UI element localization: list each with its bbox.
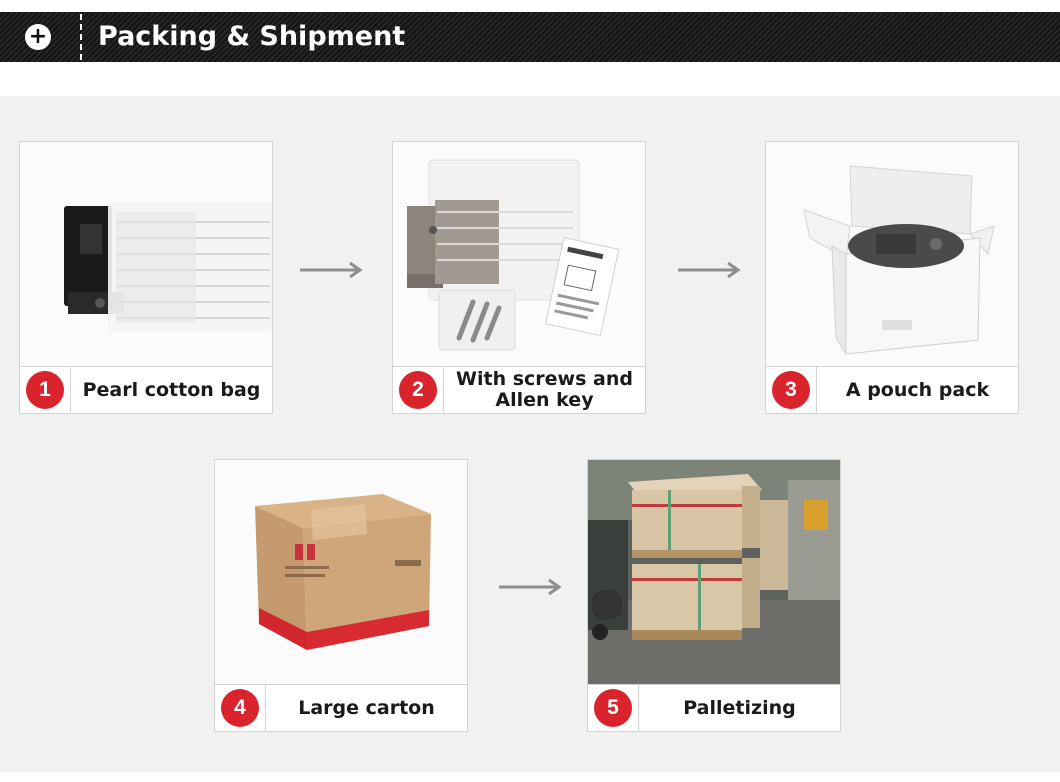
- step-number-badge: 4: [221, 689, 259, 727]
- step-photo-pearl-cotton-bag: [20, 142, 272, 366]
- step-card-5: 5 Palletizing: [587, 459, 841, 732]
- header-divider: [80, 14, 82, 60]
- step-label-row: 2 With screws and Allen key: [393, 366, 645, 413]
- step-label: Large carton: [298, 696, 435, 719]
- step-label-row: 3 A pouch pack: [766, 366, 1018, 413]
- step-photo-large-carton: [215, 460, 467, 684]
- step-number-badge: 5: [594, 689, 632, 727]
- step-label: With screws and Allen key: [456, 368, 633, 411]
- section-header: + Packing & Shipment: [0, 12, 1060, 62]
- step-label-row: 4 Large carton: [215, 684, 467, 731]
- step-photo-screws-allen-key: [393, 142, 645, 366]
- right-arrow-icon: [300, 262, 363, 278]
- step-number-badge: 2: [399, 371, 437, 409]
- right-arrow-icon: [499, 579, 562, 595]
- step-photo-palletizing: [588, 460, 840, 684]
- step-label: Palletizing: [683, 696, 796, 719]
- step-label: Pearl cotton bag: [82, 378, 261, 401]
- plus-icon: +: [25, 24, 51, 50]
- step-label-row: 1 Pearl cotton bag: [20, 366, 272, 413]
- step-label-row: 5 Palletizing: [588, 684, 840, 731]
- step-card-1: 1 Pearl cotton bag: [19, 141, 273, 414]
- step-card-2: 2 With screws and Allen key: [392, 141, 646, 414]
- step-photo-pouch-pack: [766, 142, 1018, 366]
- step-card-3: 3 A pouch pack: [765, 141, 1019, 414]
- step-card-4: 4 Large carton: [214, 459, 468, 732]
- right-arrow-icon: [678, 262, 741, 278]
- section-title: Packing & Shipment: [98, 21, 406, 52]
- step-label: A pouch pack: [845, 378, 990, 401]
- step-number-badge: 3: [772, 371, 810, 409]
- step-number-badge: 1: [26, 371, 64, 409]
